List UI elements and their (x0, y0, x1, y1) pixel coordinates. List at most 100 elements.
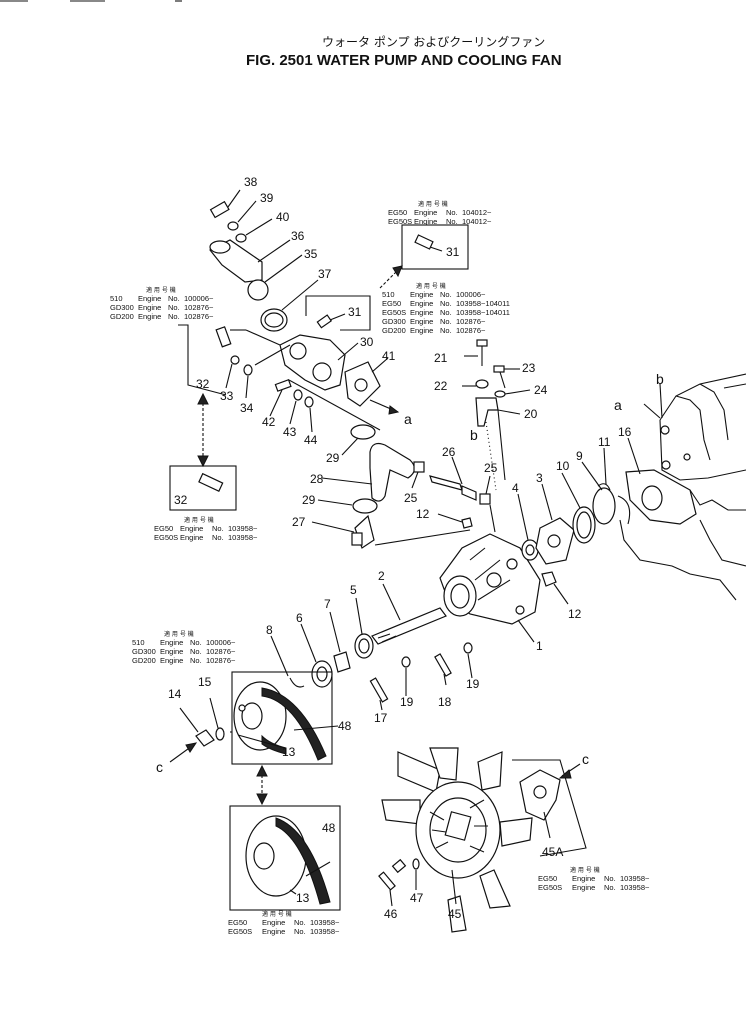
figure-title: FIG. 2501 WATER PUMP AND COOLING FAN (246, 52, 562, 69)
label-4: 4 (512, 481, 519, 495)
label-48-upper: 48 (338, 719, 352, 733)
note-n5: 適 用 号 機 510 Engine No. 100006~ GD300 Eng… (132, 630, 236, 665)
svg-text:適 用 号 機: 適 用 号 機 (570, 866, 600, 874)
svg-text:No.: No. (440, 326, 452, 335)
label-7: 7 (324, 597, 331, 611)
label-29-lower: 29 (302, 493, 316, 507)
svg-text:Engine: Engine (572, 883, 595, 892)
svg-text:EG50: EG50 (538, 874, 557, 883)
svg-text:Engine: Engine (138, 294, 161, 303)
svg-text:Engine: Engine (160, 647, 183, 656)
svg-text:EG50S: EG50S (154, 533, 178, 542)
label-2: 2 (378, 569, 385, 583)
svg-text:Engine: Engine (160, 656, 183, 665)
svg-text:No.: No. (190, 647, 202, 656)
svg-text:510: 510 (382, 290, 395, 299)
svg-text:Engine: Engine (572, 874, 595, 883)
label-20: 20 (524, 407, 538, 421)
svg-text:Engine: Engine (180, 533, 203, 542)
svg-text:No.: No. (440, 317, 452, 326)
label-47: 47 (410, 891, 424, 905)
label-11: 11 (598, 435, 611, 449)
svg-text:103958~104011: 103958~104011 (456, 308, 510, 317)
label-42: 42 (262, 415, 276, 429)
label-16: 16 (618, 425, 632, 439)
label-22: 22 (434, 379, 448, 393)
svg-text:Engine: Engine (410, 317, 433, 326)
label-32-lower: 32 (174, 493, 188, 507)
letter-c-left: c (156, 759, 163, 775)
label-35: 35 (304, 247, 318, 261)
label-45: 45 (448, 907, 462, 921)
label-41: 41 (382, 349, 396, 363)
label-15: 15 (198, 675, 212, 689)
title-japanese: ウォータ ポンプ およびクーリングファン (322, 35, 545, 49)
label-17: 17 (374, 711, 388, 725)
label-12-upper: 12 (416, 507, 430, 521)
svg-text:Engine: Engine (262, 918, 285, 927)
svg-text:GD300: GD300 (132, 647, 156, 656)
label-29-upper: 29 (326, 451, 340, 465)
svg-text:103958~: 103958~ (228, 533, 258, 542)
svg-text:No.: No. (440, 308, 452, 317)
label-5: 5 (350, 583, 357, 597)
svg-text:No.: No. (440, 299, 452, 308)
svg-text:103958~: 103958~ (228, 524, 258, 533)
svg-text:EG50: EG50 (228, 918, 247, 927)
water-pump-body (437, 513, 569, 643)
note-n1: 適 用 号 機 EG50 Engine No. 104012~ EG50S En… (388, 200, 492, 226)
label-45A: 45A (542, 845, 563, 859)
label-31-top: 31 (446, 245, 460, 259)
label-39: 39 (260, 191, 274, 205)
label-30: 30 (360, 335, 374, 349)
svg-text:Engine: Engine (414, 208, 437, 217)
svg-text:100006~: 100006~ (456, 290, 486, 299)
svg-text:Engine: Engine (410, 326, 433, 335)
svg-text:適 用 号 機: 適 用 号 機 (262, 910, 292, 918)
label-24: 24 (534, 383, 548, 397)
bolts-17-18-19 (369, 642, 473, 711)
label-21: 21 (434, 351, 448, 365)
stud-31-box (379, 224, 469, 289)
svg-text:EG50S: EG50S (382, 308, 406, 317)
svg-text:No.: No. (440, 290, 452, 299)
label-9: 9 (576, 449, 583, 463)
svg-text:GD200: GD200 (382, 326, 406, 335)
thermostat-housing-group (169, 189, 400, 511)
label-38: 38 (244, 175, 258, 189)
reference-letters: a a b b c c (156, 371, 664, 775)
svg-text:510: 510 (110, 294, 123, 303)
letter-a-right: a (614, 397, 622, 413)
letter-a-left: a (404, 411, 412, 427)
bracket-20-group (462, 339, 531, 491)
svg-text:No.: No. (294, 927, 306, 936)
label-19-right: 19 (466, 677, 480, 691)
label-23: 23 (522, 361, 536, 375)
label-3: 3 (536, 471, 543, 485)
svg-text:EG50: EG50 (154, 524, 173, 533)
svg-text:103958~: 103958~ (310, 927, 340, 936)
svg-text:103958~104011: 103958~104011 (456, 299, 510, 308)
label-13-upper: 13 (282, 745, 296, 759)
note-n7: 適 用 号 機 EG50 Engine No. 103958~ EG50S En… (538, 866, 650, 892)
svg-text:適 用 号 機: 適 用 号 機 (418, 200, 448, 208)
label-8: 8 (266, 623, 273, 637)
label-26: 26 (442, 445, 456, 459)
svg-text:No.: No. (294, 918, 306, 927)
svg-text:Engine: Engine (160, 638, 183, 647)
label-37: 37 (318, 267, 332, 281)
svg-text:Engine: Engine (410, 290, 433, 299)
label-13-lower: 13 (296, 891, 310, 905)
label-12-lower: 12 (568, 607, 582, 621)
svg-text:No.: No. (212, 524, 224, 533)
label-14: 14 (168, 687, 182, 701)
svg-text:EG50: EG50 (382, 299, 401, 308)
label-25-right: 25 (484, 461, 498, 475)
svg-text:Engine: Engine (180, 524, 203, 533)
svg-text:No.: No. (604, 883, 616, 892)
svg-text:Engine: Engine (414, 217, 437, 226)
label-43: 43 (283, 425, 297, 439)
note-n6: 適 用 号 機 EG50 Engine No. 103958~ EG50S En… (228, 910, 340, 936)
